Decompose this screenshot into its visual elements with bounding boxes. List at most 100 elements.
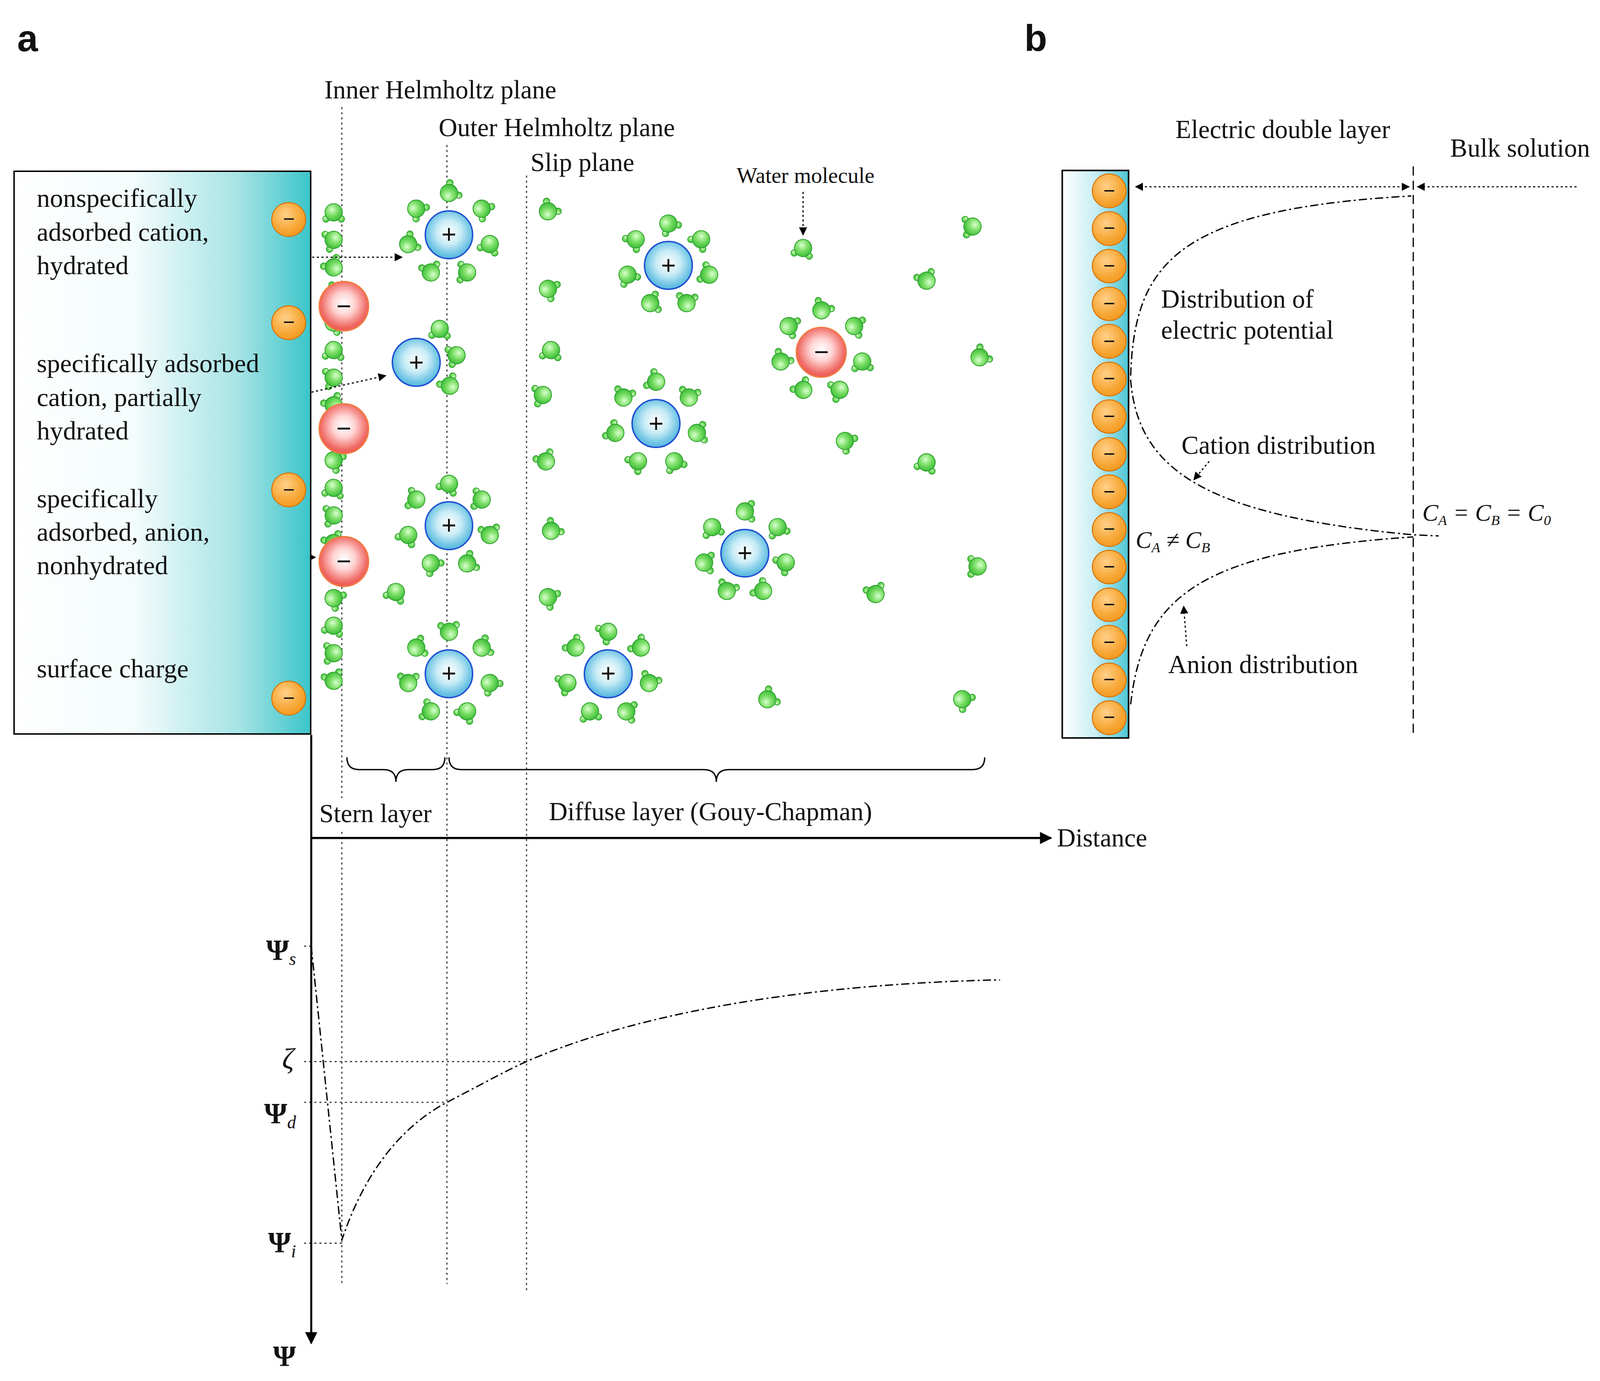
oxygen-atom xyxy=(640,292,661,314)
curve-label: Anion distribution xyxy=(1166,649,1361,681)
surface-charge: − xyxy=(1091,587,1127,623)
symbol xyxy=(1179,526,1186,554)
water-molecule xyxy=(642,367,670,396)
cation: + xyxy=(720,528,770,578)
plane-line xyxy=(525,175,527,1291)
charge-sign: − xyxy=(282,479,295,501)
charge-sign: + xyxy=(441,221,457,248)
water-molecule xyxy=(393,522,422,550)
water-molecule xyxy=(736,500,756,523)
water-molecule xyxy=(417,260,444,284)
oxygen-atom xyxy=(864,583,886,605)
charge-sign: − xyxy=(1103,481,1116,503)
potential-symbol: Ψd xyxy=(262,1095,299,1134)
oxygen-atom xyxy=(555,671,579,695)
oxygen-atom xyxy=(477,670,502,695)
oxygen-atom xyxy=(533,384,554,406)
surface-charge: − xyxy=(1091,549,1127,585)
oxygen-atom xyxy=(439,622,459,641)
oxygen-atom xyxy=(324,203,342,221)
leader-arrow xyxy=(1194,461,1210,480)
water-molecule xyxy=(320,667,347,693)
oxygen-atom xyxy=(478,233,502,256)
oxygen-atom xyxy=(736,502,754,521)
oxygen-atom xyxy=(750,578,776,604)
surface-charge: − xyxy=(1091,323,1127,359)
symbol: ≠ xyxy=(1166,526,1180,554)
description-text: surface charge xyxy=(36,651,272,686)
extent-arrow xyxy=(1135,186,1410,188)
oxygen-atom xyxy=(538,518,564,543)
solid-surface: −−−−nonspecifically adsorbed cation, hyd… xyxy=(13,170,312,736)
charge-sign: − xyxy=(813,338,830,366)
oxygen-atom xyxy=(458,263,477,282)
charge-sign: − xyxy=(1103,669,1116,691)
water-molecule xyxy=(320,614,347,638)
oxygen-atom xyxy=(580,701,600,722)
subscript: A xyxy=(1438,512,1447,528)
water-molecule xyxy=(616,699,639,724)
guide-line xyxy=(304,945,312,947)
oxygen-atom xyxy=(323,505,343,525)
water-molecule xyxy=(396,672,419,693)
water-molecule xyxy=(661,448,689,475)
charge-sign: − xyxy=(1103,330,1116,352)
water-molecule xyxy=(477,523,502,546)
water-molecule xyxy=(694,551,715,575)
water-molecule xyxy=(435,178,464,207)
surface-charge: − xyxy=(1091,286,1127,322)
water-molecule xyxy=(454,549,481,577)
oxygen-atom xyxy=(446,344,468,366)
surface-charge: − xyxy=(1091,662,1127,698)
oxygen-atom xyxy=(697,263,721,287)
oxygen-atom xyxy=(399,673,417,692)
charge-sign: − xyxy=(1103,631,1116,653)
region-label: Bulk solution xyxy=(1448,132,1592,164)
anion: − xyxy=(318,535,370,587)
concentration-label: CA = CB = C0 xyxy=(1420,498,1553,529)
oxygen-atom xyxy=(322,669,345,692)
oxygen-atom xyxy=(535,199,561,224)
water-molecule xyxy=(713,577,741,603)
water-molecule xyxy=(831,426,860,456)
oxygen-atom xyxy=(768,349,793,374)
water-molecule xyxy=(553,669,580,697)
surface-charge: − xyxy=(1091,700,1127,736)
leader-arrow xyxy=(1183,606,1187,646)
subscript: d xyxy=(287,1112,297,1133)
callout-label: Water molecule xyxy=(734,162,877,189)
charge-sign: − xyxy=(336,415,352,442)
water-molecule xyxy=(654,210,683,238)
oxygen-atom xyxy=(628,635,653,660)
surface-charge: − xyxy=(1091,512,1127,547)
cation-curve xyxy=(1130,379,1439,536)
oxygen-atom xyxy=(469,196,494,221)
symbol: = xyxy=(1452,499,1470,526)
water-molecule xyxy=(842,313,867,340)
water-molecule xyxy=(322,503,344,528)
plane-line xyxy=(341,102,343,1284)
plane-label: Outer Helmholtz plane xyxy=(436,112,677,144)
water-molecule xyxy=(610,384,637,409)
oxygen-atom xyxy=(430,320,449,339)
potential-symbol: Ψs xyxy=(264,932,299,971)
oxygen-atom xyxy=(405,636,427,659)
water-molecule xyxy=(469,633,495,662)
water-molecule xyxy=(620,225,650,255)
charge-sign: − xyxy=(1103,180,1116,202)
axis-label: Distance xyxy=(1055,822,1150,854)
charge-sign: + xyxy=(408,349,425,376)
oxygen-atom xyxy=(322,615,344,637)
distance-axis xyxy=(311,836,1052,839)
oxygen-atom xyxy=(777,314,800,337)
water-molecule xyxy=(322,203,345,223)
water-molecule xyxy=(850,352,874,372)
water-molecule xyxy=(416,549,446,578)
cation: + xyxy=(391,337,441,387)
oxygen-atom xyxy=(967,344,992,370)
potential-curve xyxy=(1130,195,1412,376)
water-molecule xyxy=(686,225,715,254)
oxygen-atom xyxy=(625,448,651,474)
charge-sign: + xyxy=(441,512,457,539)
oxygen-atom xyxy=(773,550,799,575)
